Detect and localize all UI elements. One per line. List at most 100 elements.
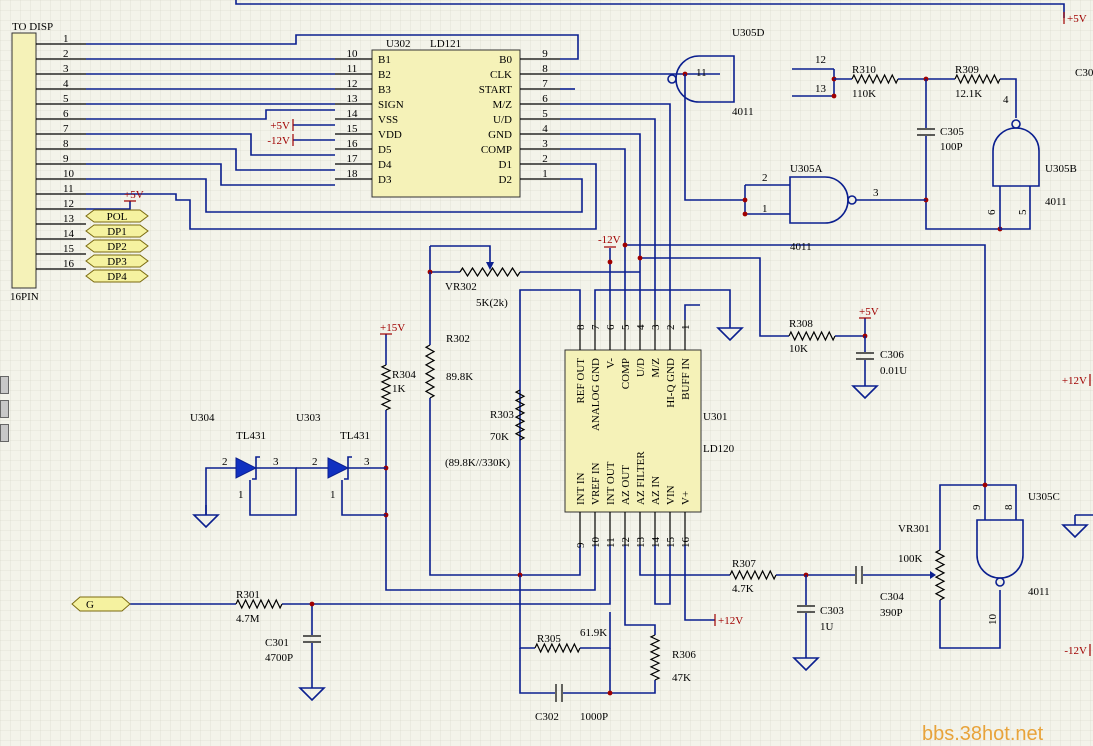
ld121-pin-name: CLK <box>490 69 512 81</box>
junction-dot <box>309 601 315 607</box>
ld120-pin-name: INT IN <box>575 472 587 505</box>
ld121-pin-number: 16 <box>347 138 359 150</box>
ld121-pin-name: D3 <box>378 174 392 186</box>
ld120-pin-number: 7 <box>590 324 602 330</box>
resistor-r304 <box>380 364 392 411</box>
component-ref: VR301 <box>898 523 930 535</box>
gate-pin-number: 2 <box>762 172 768 184</box>
junction-dot <box>831 93 837 99</box>
ld121-pin-name: M/Z <box>492 99 512 111</box>
resistor-r305 <box>534 642 581 654</box>
component-value: 0.01U <box>880 365 907 377</box>
component-value: 4.7M <box>236 613 260 625</box>
ld121-pin-name: B2 <box>378 69 391 81</box>
input-port-g <box>71 596 131 612</box>
component-ref: C304 <box>880 591 904 603</box>
nand-gate-u305c <box>976 519 1024 587</box>
ld121-pin-name: GND <box>488 129 512 141</box>
side-scroll-button[interactable] <box>0 424 9 442</box>
wire <box>86 178 583 213</box>
ld120-pin-name: V+ <box>680 491 692 505</box>
ld121-pin-number: 17 <box>347 153 359 165</box>
capacitor-c302 <box>555 684 563 702</box>
ld121-pin-number: 1 <box>542 168 548 180</box>
power-label: -12V <box>598 234 621 246</box>
ld120-pin-name: M/Z <box>650 358 662 378</box>
component-value: 390P <box>880 607 903 619</box>
component-ref: C306 <box>880 349 904 361</box>
ld120-pin-name: ANALOG GND <box>590 358 602 431</box>
resistor-r302 <box>424 344 436 399</box>
shunt-regulator-u303 <box>327 456 352 480</box>
capacitor-c303 <box>797 605 815 613</box>
component-ref: R304 <box>392 369 416 381</box>
ld121-pin-number: 5 <box>542 108 548 120</box>
component-ref: C303 <box>820 605 844 617</box>
ld120-pin-number: 16 <box>680 537 692 549</box>
side-scroll-button[interactable] <box>0 400 9 418</box>
regulator-part: TL431 <box>236 430 266 442</box>
ld121-pin-number: 18 <box>347 168 359 180</box>
gate-pin-number: 4 <box>1003 94 1009 106</box>
ld121-part: LD121 <box>430 38 461 50</box>
ld120-pin-number: 2 <box>665 325 677 331</box>
component-ref: R306 <box>672 649 696 661</box>
ld121-pin-name: B3 <box>378 84 391 96</box>
power-label: +5V <box>1067 13 1087 25</box>
regulator-ref: U304 <box>190 412 215 424</box>
connector-16pin <box>11 32 37 289</box>
ld120-pin-name: AZ IN <box>650 476 662 505</box>
power-label: +15V <box>380 322 405 334</box>
capacitor-c304 <box>855 566 863 584</box>
connector-pin-number: 12 <box>63 198 74 210</box>
regulator-pin: 2 <box>222 456 228 468</box>
wire <box>430 245 491 262</box>
junction-dot <box>742 211 748 217</box>
wire <box>925 136 1000 230</box>
input-port-label: G <box>86 599 94 611</box>
gate-pin-number: 1 <box>762 203 768 215</box>
watermark-text: bbs.38hot.net <box>922 723 1044 745</box>
wire <box>235 0 1065 18</box>
junction-dot <box>607 259 613 265</box>
side-scroll-button[interactable] <box>0 376 9 394</box>
ld121-chip <box>371 49 521 198</box>
gate-ref: U305D <box>732 27 764 39</box>
wire <box>86 163 335 186</box>
connector-pin-number: 11 <box>63 183 74 195</box>
component-value: 70K <box>490 431 509 443</box>
wire <box>625 244 986 485</box>
component-value: 110K <box>852 88 876 100</box>
gate-pin-number: 3 <box>873 187 879 199</box>
wire <box>640 257 789 337</box>
gate-part: 4011 <box>790 241 812 253</box>
connector-pin-number: 13 <box>63 213 75 225</box>
wire <box>86 133 335 156</box>
component-value: 4700P <box>265 652 293 664</box>
power-label: -12V <box>267 135 290 147</box>
ld120-pin-number: 5 <box>620 324 632 330</box>
gate-ref: U305B <box>1045 163 1077 175</box>
potentiometer-vr302 <box>459 266 521 278</box>
ld121-ref: U302 <box>386 38 410 50</box>
net-flag <box>85 224 149 238</box>
connector-pin-number: 14 <box>63 228 75 240</box>
regulator-ref: U303 <box>296 412 321 424</box>
component-value: 1000P <box>580 711 608 723</box>
component-note: (89.8K//330K) <box>445 457 510 469</box>
ld121-pin-number: 11 <box>347 63 358 75</box>
wiper-arrow-icon <box>930 571 936 579</box>
component-value: 89.8K <box>446 371 473 383</box>
ld120-pin-name: VIN <box>665 485 677 505</box>
ld120-pin-number: 10 <box>590 537 602 549</box>
capacitor-c301 <box>303 635 321 643</box>
nand-gate-u305b <box>992 119 1040 187</box>
component-value: 5K(2k) <box>476 297 508 309</box>
ld121-pin-number: 8 <box>542 63 548 75</box>
component-value: 4.7K <box>732 583 754 595</box>
power-label: -12V <box>1064 645 1087 657</box>
component-ref: C301 <box>265 637 289 649</box>
wire <box>639 545 730 576</box>
component-ref: VR302 <box>445 281 477 293</box>
component-layer <box>11 12 1091 702</box>
